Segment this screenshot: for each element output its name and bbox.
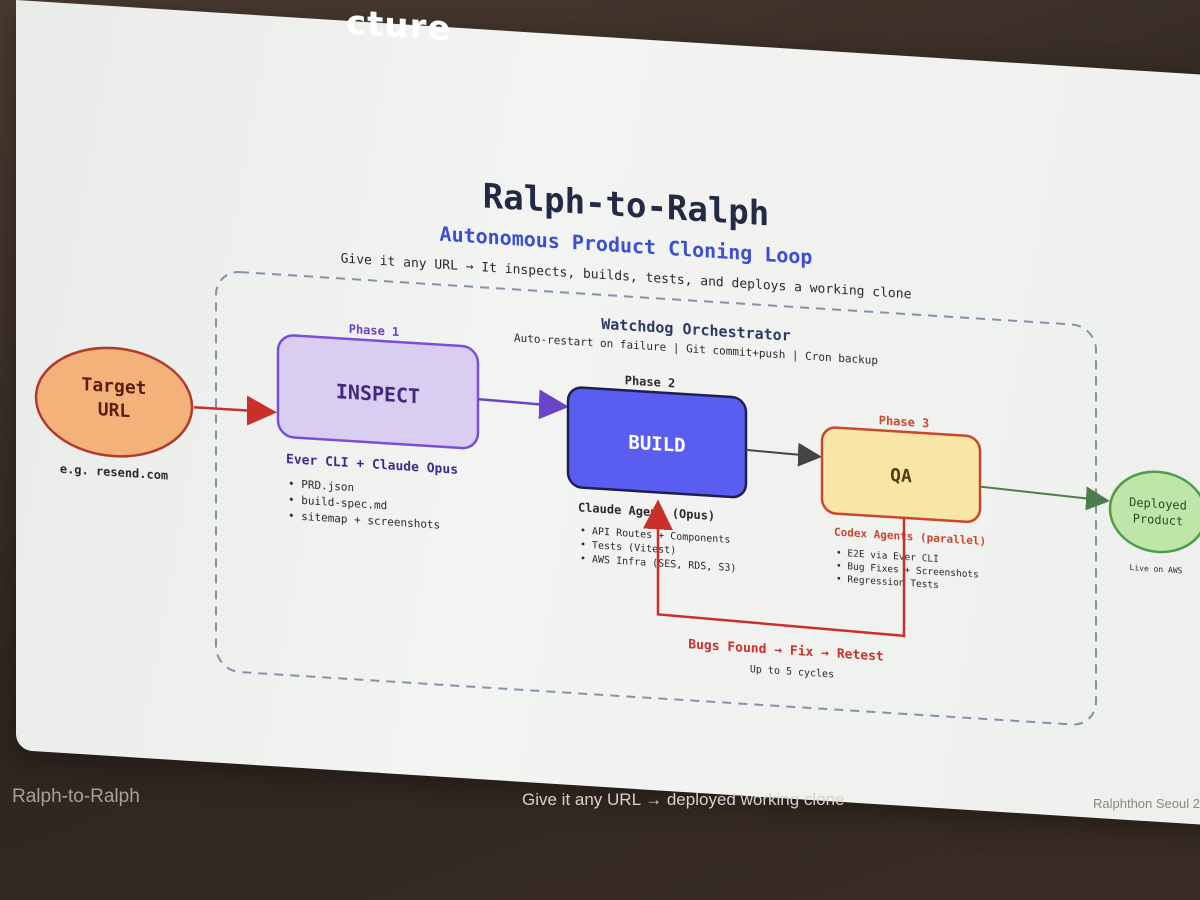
phase3-label: Phase 3 [879,413,930,430]
inspect-phase-name: INSPECT [336,379,420,408]
target-url-example: e.g. resend.com [60,462,168,483]
target-url-label-line2: URL [98,399,131,422]
phase2-label: Phase 2 [625,373,676,390]
target-url-label-line1: Target [82,374,147,399]
footer-caption: Give it any URL → deployed working clone [522,790,845,809]
build-phase-box [566,386,748,499]
presentation-slide: cture Ralph-to-Ralph Autonomous Product … [16,0,1200,826]
deployed-note: Live on AWS [1130,563,1183,575]
inspect-phase-tool: Ever CLI + Claude Opus [286,452,458,478]
deployed-product-node [1108,470,1200,554]
architecture-diagram: Ralph-to-Ralph Autonomous Product Clonin… [34,176,1200,726]
deployed-label-line2: Product [1133,511,1184,528]
orchestrator-boundary [215,271,1097,726]
retest-loop-arrow [643,499,906,638]
footer-presentation-title: Ralph-to-Ralph [12,786,140,807]
qa-phase-name: QA [890,465,912,487]
inspect-phase-box [276,334,480,450]
footer-event-name: Ralphthon Seoul 2 [1093,796,1200,811]
retest-loop-label: Bugs Found → Fix → Retest [688,637,883,664]
arrow-build-to-qa [745,442,822,467]
deployed-label-line1: Deployed [1129,495,1187,513]
inspect-item-3: • sitemap + screenshots [288,509,440,532]
diagram-tagline: Give it any URL → It inspects, builds, t… [341,251,912,302]
inspect-item-2: • build-spec.md [288,493,387,512]
build-phase-name: BUILD [628,432,685,458]
arrow-inspect-to-build [477,389,569,420]
build-phase-tool: Claude Agent (Opus) [578,500,715,523]
qa-phase-box [820,426,982,524]
target-url-node [34,346,194,458]
arrow-target-to-inspect [194,395,277,426]
inspect-item-1: • PRD.json [288,477,354,494]
retest-loop-note: Up to 5 cycles [750,664,834,680]
diagram-title: Ralph-to-Ralph [483,176,769,234]
qa-phase-tool: Codex Agents (parallel) [834,525,986,548]
phase1-label: Phase 1 [349,322,400,339]
arrow-qa-to-deployed [979,485,1110,511]
